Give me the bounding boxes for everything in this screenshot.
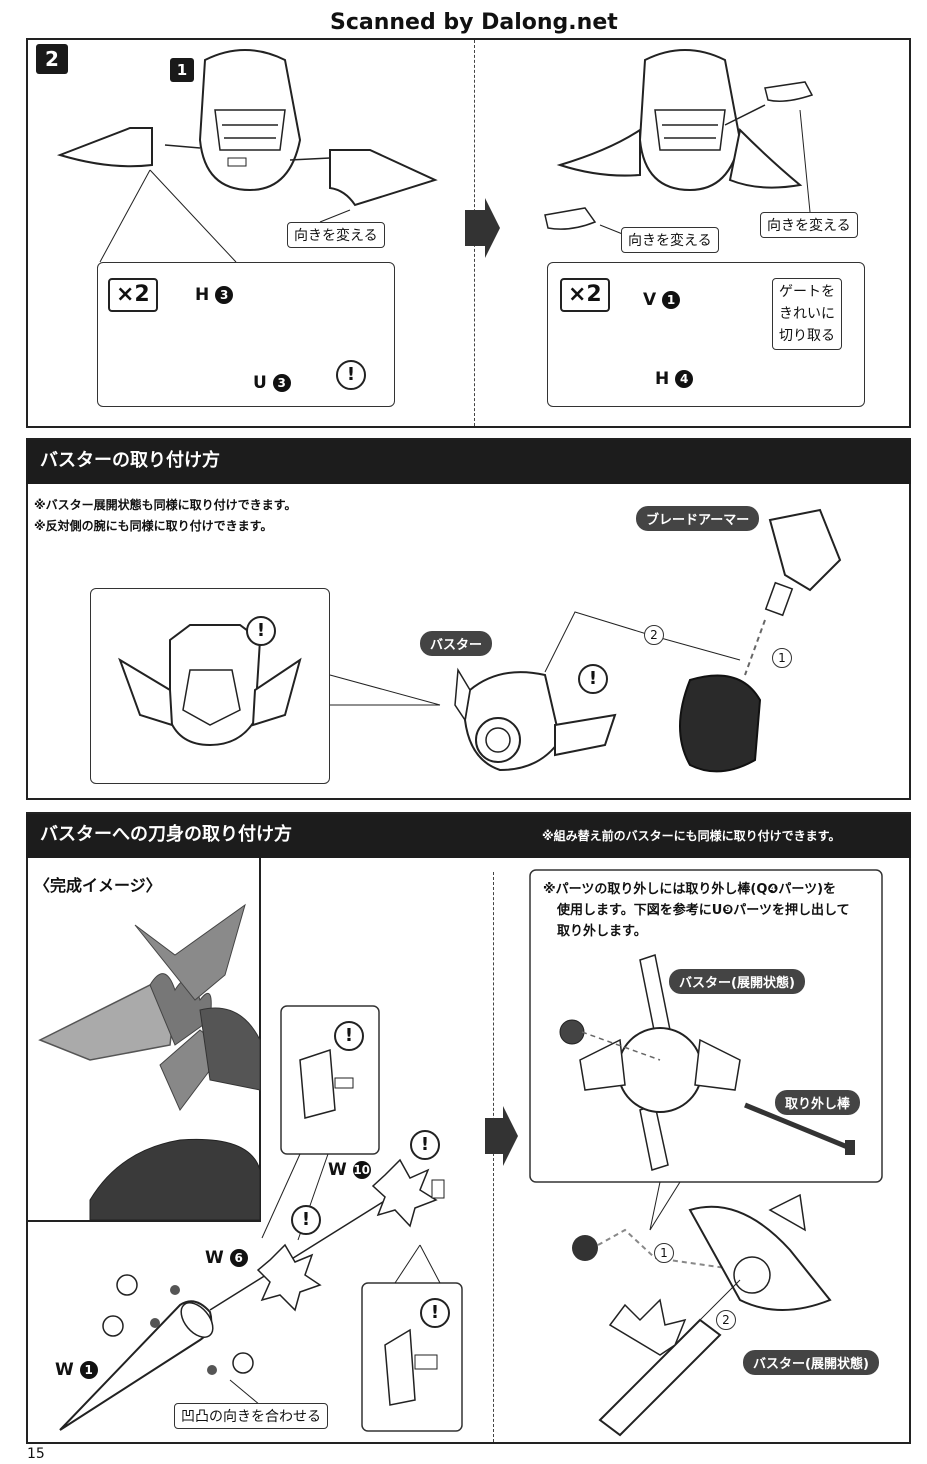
- warning-icon-w10: !: [410, 1130, 440, 1160]
- blade-step-1-marker: 1: [654, 1243, 674, 1263]
- blade-armor-label: ブレードアーマー: [636, 506, 760, 531]
- warning-icon: !: [336, 360, 366, 390]
- warning-icon-buster: !: [578, 664, 608, 694]
- part-letter: V: [643, 290, 657, 310]
- gate-cut-note: ゲートを きれいに 切り取る: [772, 278, 842, 350]
- part-h4-label: H 4: [655, 369, 694, 389]
- blade-header-note: ※組み替え前のバスターにも同様に取り付けできます。: [542, 829, 841, 843]
- gate-note-line-2: きれいに: [779, 306, 835, 322]
- part-w1-label: W 1: [55, 1360, 98, 1380]
- buster-note-1: ※バスター展開状態も同様に取り付けできます。: [34, 498, 297, 512]
- buster-attach-title: バスターの取り付け方: [26, 440, 911, 484]
- blade-frame-divider: [493, 872, 495, 1442]
- step-1-marker: 1: [772, 648, 792, 668]
- part-v1-label: V 1: [643, 290, 681, 310]
- warning-icon-inset-top: !: [334, 1021, 364, 1051]
- step-number-box: 2: [36, 44, 68, 74]
- substep-number-box: 1: [170, 58, 194, 82]
- part-number: 4: [675, 370, 694, 388]
- removal-note-1: ※パーツの取り外しには取り外し棒(Q❹パーツ)を: [543, 882, 837, 897]
- removal-rod-label: 取り外し棒: [775, 1090, 861, 1115]
- part-w6-label: W 6: [205, 1248, 248, 1268]
- gate-note-line-1: ゲートを: [779, 284, 835, 300]
- part-number: 1: [662, 291, 681, 309]
- multiplier-badge-right: ×2: [560, 278, 610, 312]
- removal-note-3: 取り外します。: [557, 924, 647, 939]
- buster-label: バスター: [420, 631, 493, 656]
- warning-icon-w6: !: [291, 1205, 321, 1235]
- part-w10-label: W 10: [328, 1160, 371, 1180]
- part-letter: W: [55, 1360, 74, 1380]
- part-number: 6: [229, 1249, 248, 1267]
- watermark: Scanned by Dalong.net: [330, 10, 618, 35]
- part-number: 1: [79, 1361, 98, 1379]
- part-letter: W: [205, 1248, 224, 1268]
- page-number: 15: [27, 1446, 45, 1462]
- buster-deployed-label-2: バスター(展開状態): [743, 1350, 879, 1375]
- gate-note-line-3: 切り取る: [779, 328, 835, 344]
- part-letter: W: [328, 1160, 347, 1180]
- warning-icon-inset-bottom: !: [420, 1298, 450, 1328]
- part-h3-label: H 3: [195, 285, 234, 305]
- align-direction-note: 凹凸の向きを合わせる: [174, 1403, 328, 1429]
- part-number: 10: [352, 1161, 371, 1179]
- buster-deployed-label: バスター(展開状態): [669, 969, 805, 994]
- part-number: 3: [215, 286, 234, 304]
- part-letter: H: [195, 285, 210, 305]
- blade-attach-title: バスターへの刀身の取り付け方: [26, 814, 911, 858]
- part-u3-label: U 3: [253, 373, 291, 393]
- step-2-marker: 2: [644, 625, 664, 645]
- part-letter: U: [253, 373, 267, 393]
- turn-direction-callout-a: 向きを変える: [621, 227, 719, 253]
- turn-direction-callout-b: 向きを変える: [760, 212, 858, 238]
- blade-step-2-marker: 2: [716, 1310, 736, 1330]
- complete-image-label: 〈完成イメージ〉: [34, 876, 162, 895]
- turn-direction-callout: 向きを変える: [287, 222, 385, 248]
- part-letter: H: [655, 369, 670, 389]
- part-number: 3: [272, 374, 291, 392]
- buster-note-2: ※反対側の腕にも同様に取り付けできます。: [34, 519, 273, 533]
- multiplier-badge: ×2: [108, 278, 158, 312]
- warning-icon-closeup: !: [246, 616, 276, 646]
- removal-note-2: 使用します。下図を参考にU❾パーツを押し出して: [557, 903, 850, 918]
